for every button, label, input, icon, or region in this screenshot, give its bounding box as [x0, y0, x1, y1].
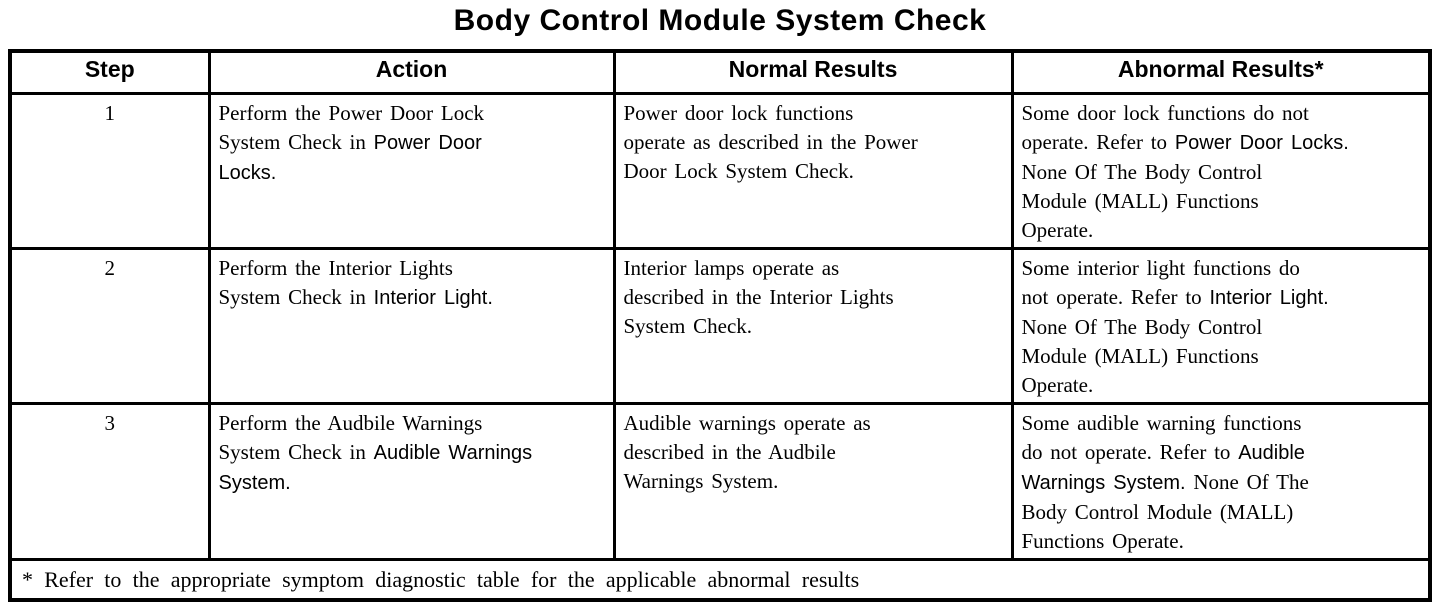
abnormal-cell: Some interior light functions do not ope…	[1010, 247, 1432, 405]
action-cell: Perform the Audbile Warnings System Chec…	[207, 402, 616, 561]
text-segment-sans: Interior Light.	[373, 287, 493, 309]
system-check-table: Step Action Normal Results Abnormal Resu…	[8, 49, 1432, 602]
text-segment-serif: Power door lock functions operate as des…	[623, 101, 918, 183]
abnormal-cell: Some audible warning functions do not op…	[1010, 402, 1432, 561]
footnote-row: * Refer to the appropriate symptom diagn…	[8, 558, 1432, 602]
text-segment-serif: Some interior light functions do not ope…	[1021, 256, 1300, 309]
column-header-action: Action	[207, 49, 616, 95]
action-cell: Perform the Power Door Lock System Check…	[207, 92, 616, 250]
column-header-step: Step	[8, 49, 211, 95]
text-segment-sans: Audible Warnings System.	[218, 442, 533, 494]
text-segment-sans: Audible Warnings System.	[1021, 442, 1305, 494]
footnote-text: * Refer to the appropriate symptom diagn…	[8, 558, 1432, 602]
column-header-normal: Normal Results	[612, 49, 1014, 95]
text-segment-serif: None Of The Body Control Module (MALL) F…	[1021, 315, 1263, 397]
column-header-abnormal: Abnormal Results*	[1010, 49, 1432, 95]
text-segment-serif: Interior lamps operate as described in t…	[623, 256, 894, 338]
normal-cell: Interior lamps operate as described in t…	[612, 247, 1014, 405]
text-segment-serif: Audible warnings operate as described in…	[623, 411, 871, 493]
text-segment-sans: Power Door Locks.	[1174, 132, 1349, 154]
step-number: 3	[8, 402, 211, 561]
text-segment-serif: Some door lock functions do not operate.…	[1021, 101, 1309, 154]
page-title: Body Control Module System Check	[453, 4, 987, 37]
text-segment-sans: Interior Light.	[1209, 287, 1329, 309]
text-segment-serif: None Of The Body Control Module (MALL) F…	[1021, 160, 1263, 242]
normal-cell: Audible warnings operate as described in…	[612, 402, 1014, 561]
text-segment-sans: Power Door Locks.	[218, 132, 482, 184]
text-segment-serif: None Of The Body Control Module (MALL) F…	[1021, 470, 1309, 553]
header-row: Step Action Normal Results Abnormal Resu…	[8, 49, 1432, 95]
step-number: 1	[8, 92, 211, 250]
text-segment-serif: Perform the Interior Lights System Check…	[218, 256, 453, 309]
text-segment-serif: Perform the Audbile Warnings System Chec…	[218, 411, 483, 464]
step-number: 2	[8, 247, 211, 405]
text-segment-serif: Some audible warning functions do not op…	[1021, 411, 1302, 464]
action-cell: Perform the Interior Lights System Check…	[207, 247, 616, 405]
normal-cell: Power door lock functions operate as des…	[612, 92, 1014, 250]
text-segment-serif: Perform the Power Door Lock System Check…	[218, 101, 485, 154]
abnormal-cell: Some door lock functions do not operate.…	[1010, 92, 1432, 250]
